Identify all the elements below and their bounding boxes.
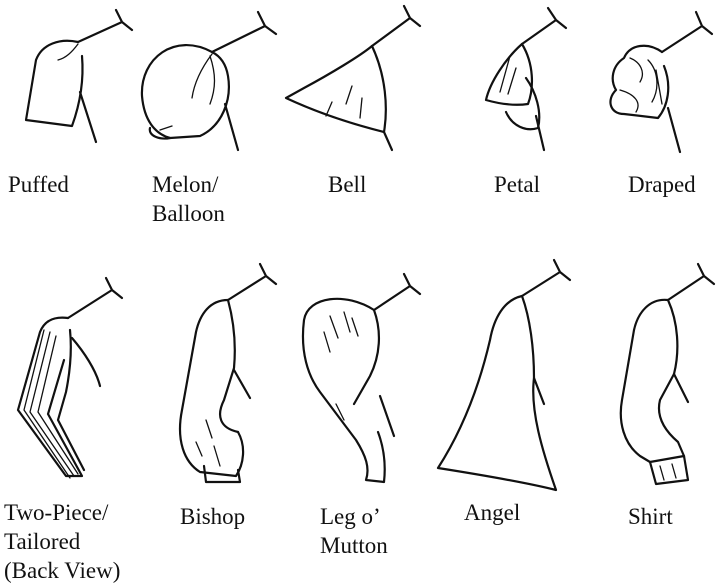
bishop-sleeve-drawing — [180, 264, 276, 482]
petal-sleeve-drawing — [486, 8, 566, 150]
label-melon-balloon: Melon/ Balloon — [152, 170, 225, 228]
leg-o-mutton-sleeve-drawing — [303, 274, 420, 482]
label-two-piece-tailored: Two-Piece/ Tailored (Back View) — [4, 498, 120, 585]
bell-sleeve-drawing — [286, 6, 420, 150]
label-bell: Bell — [328, 170, 366, 199]
label-angel: Angel — [464, 498, 520, 527]
puffed-sleeve-drawing — [26, 10, 132, 142]
shirt-sleeve-drawing — [621, 264, 714, 484]
draped-sleeve-drawing — [610, 12, 712, 152]
angel-sleeve-drawing — [438, 260, 570, 490]
label-puffed: Puffed — [8, 170, 69, 199]
label-shirt: Shirt — [628, 502, 673, 531]
melon-balloon-sleeve-drawing — [142, 12, 276, 150]
two-piece-tailored-sleeve-drawing — [18, 278, 122, 478]
label-petal: Petal — [494, 170, 540, 199]
label-leg-o-mutton: Leg o’ Mutton — [320, 502, 388, 560]
label-bishop: Bishop — [180, 502, 245, 531]
label-draped: Draped — [628, 170, 696, 199]
